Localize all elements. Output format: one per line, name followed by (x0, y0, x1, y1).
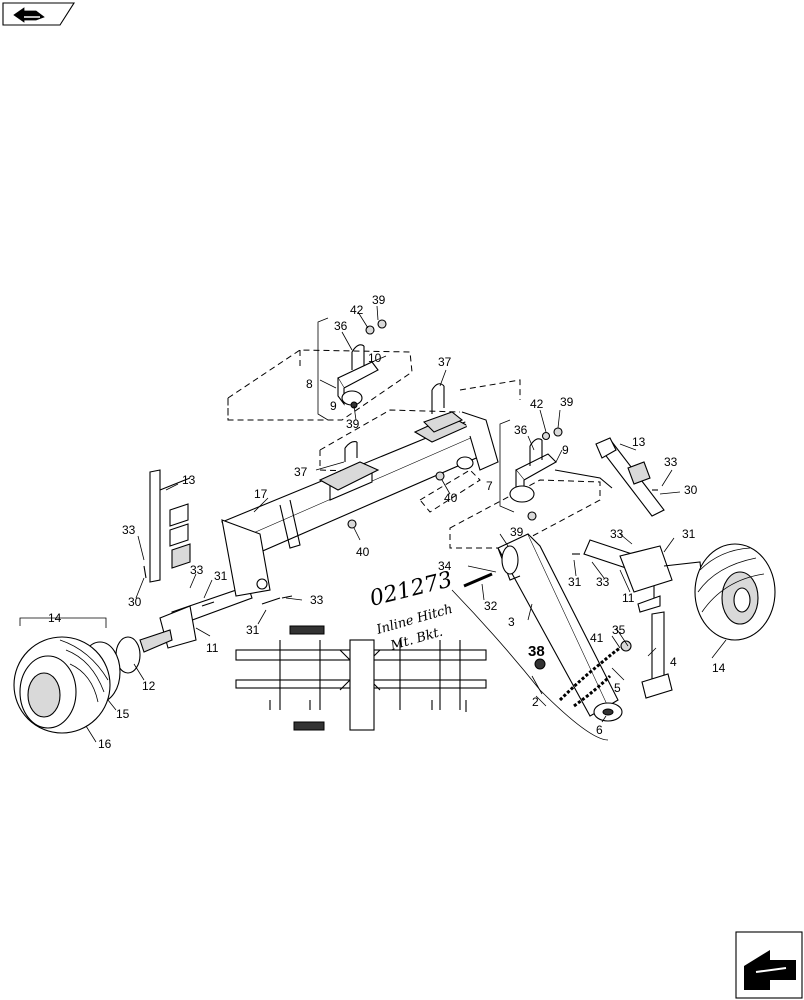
callout: 9 (562, 443, 569, 457)
callout-labels: 39 42 36 10 8 9 39 37 37 40 40 42 39 36 … (48, 293, 726, 751)
callout: 17 (254, 487, 268, 501)
right-lift-link (595, 437, 665, 517)
callout: 33 (664, 455, 678, 469)
arrow-back-icon[interactable] (2, 2, 76, 26)
callout: 40 (356, 545, 370, 559)
arrow-next-icon[interactable] (735, 931, 803, 999)
main-frame-tube (221, 411, 499, 561)
callout: 31 (214, 569, 228, 583)
safety-chain (558, 646, 621, 708)
callout: 11 (622, 591, 635, 605)
callout: 39 (560, 395, 574, 409)
callout: 37 (294, 465, 308, 479)
callout: 39 (372, 293, 386, 307)
callout: 15 (116, 707, 130, 721)
callout: 37 (438, 355, 452, 369)
left-wheel (13, 636, 141, 734)
callout: 30 (684, 483, 698, 497)
callout: 10 (368, 351, 382, 365)
left-lift-link (149, 469, 191, 583)
hitch-tongue (497, 533, 623, 722)
callout: 9 (330, 399, 337, 413)
callout: 39 (510, 525, 524, 539)
callout: 4 (670, 655, 677, 669)
callout: 13 (632, 435, 646, 449)
upper-mount-bracket-right (509, 438, 613, 503)
callout: 33 (190, 563, 204, 577)
leader-lines (19, 305, 727, 743)
callout: 5 (614, 681, 621, 695)
callout: 36 (514, 423, 528, 437)
callout: 13 (182, 473, 196, 487)
callout: 35 (612, 623, 626, 637)
callout: 14 (48, 611, 62, 625)
callout: 7 (486, 479, 493, 493)
callout: 42 (350, 303, 364, 317)
implement-frame (235, 625, 487, 731)
right-wheel (694, 543, 776, 641)
callout: 34 (438, 559, 452, 573)
callout: 31 (246, 623, 260, 637)
callout: 8 (306, 377, 313, 391)
callout: 41 (590, 631, 604, 645)
callout: 2 (532, 695, 539, 709)
callout: 32 (484, 599, 498, 613)
right-axle-arm (583, 539, 703, 593)
callout: 36 (334, 319, 348, 333)
callout: 31 (568, 575, 582, 589)
left-axle-arm (139, 519, 271, 653)
callout: 38 (528, 643, 545, 660)
callout: 16 (98, 737, 112, 751)
callout: 33 (596, 575, 610, 589)
callout: 33 (122, 523, 136, 537)
jack-stand (637, 586, 673, 699)
callout: 39 (346, 417, 360, 431)
callout: 42 (530, 397, 544, 411)
callout: 3 (508, 615, 515, 629)
callout: 33 (310, 593, 324, 607)
callout: 40 (444, 491, 458, 505)
callout: 6 (596, 723, 603, 737)
handwritten-note: 021273 Inline Hitch Mt. Bkt. (367, 567, 455, 654)
upper-mount-bracket-left (337, 344, 379, 409)
callout: 12 (142, 679, 156, 693)
callout: 11 (206, 641, 219, 655)
callout: 31 (682, 527, 696, 541)
callout: 33 (610, 527, 624, 541)
callout: 14 (712, 661, 726, 675)
callout: 30 (128, 595, 142, 609)
u-bolt-center (344, 383, 464, 462)
